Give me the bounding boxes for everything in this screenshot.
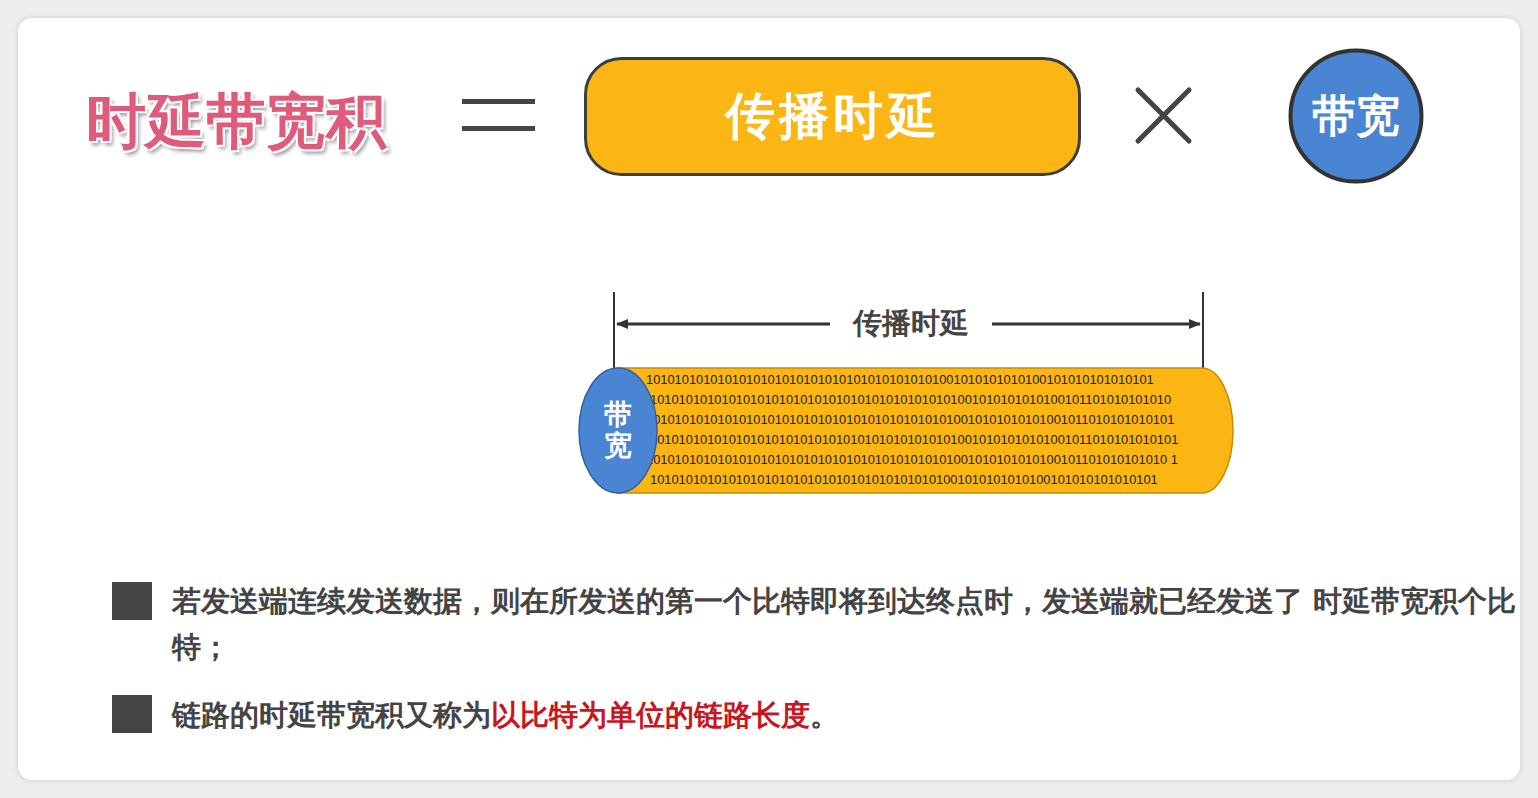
- dimension-label: 传播时延: [845, 304, 977, 344]
- bullet-text-part: 链路的时延带宽积又称为: [172, 698, 491, 732]
- equals-sign: [462, 99, 535, 104]
- bit-stream: 1010101010101010101010101010101010101010…: [646, 370, 1224, 491]
- ellipse-shape: [579, 368, 657, 493]
- title-text: 时延带宽积: [86, 82, 386, 163]
- bullet-text: 链路的时延带宽积又称为以比特为单位的链路长度。: [172, 692, 1512, 738]
- bit-row: 1010101010101010101010101010101010101010…: [646, 434, 1224, 447]
- multiply-sign: [1138, 90, 1189, 141]
- dimension-line: [614, 292, 1203, 372]
- equals-sign: [462, 126, 535, 131]
- bullet-square: [112, 582, 152, 620]
- node-label: 带宽: [604, 400, 632, 462]
- cylinder-body: [618, 368, 1233, 493]
- bullet-text-part: 。: [810, 698, 839, 732]
- bit-row: 1010101010101010101010101010101010101010…: [646, 394, 1224, 407]
- node-label: 带宽: [1312, 87, 1400, 146]
- bit-row: 1010101010101010101010101010101010101010…: [646, 414, 1224, 427]
- bandwidth-ellipse: 带宽: [578, 367, 658, 494]
- box-shape: [586, 59, 1080, 175]
- bit-row: 1010101010101010101010101010101010101010…: [646, 374, 1224, 387]
- bullet-square: [112, 695, 152, 733]
- link-cylinder: 1010101010101010101010101010101010101010…: [578, 367, 1234, 494]
- node-label: 传播时延: [725, 83, 941, 150]
- bullet-text: 若发送端连续发送数据，则在所发送的第一个比特即将到达终点时，发送端就已经发送了 …: [172, 578, 1522, 670]
- circle-shape: [1291, 51, 1422, 182]
- bandwidth-circle: 带宽: [1288, 48, 1424, 184]
- highlight-text: 以比特为单位的链路长度: [491, 698, 810, 732]
- bit-row: 1010101010101010101010101010101010101010…: [646, 474, 1224, 487]
- bit-row: 1010101010101010101010101010101010101010…: [646, 454, 1224, 467]
- process-box: 传播时延: [584, 57, 1081, 176]
